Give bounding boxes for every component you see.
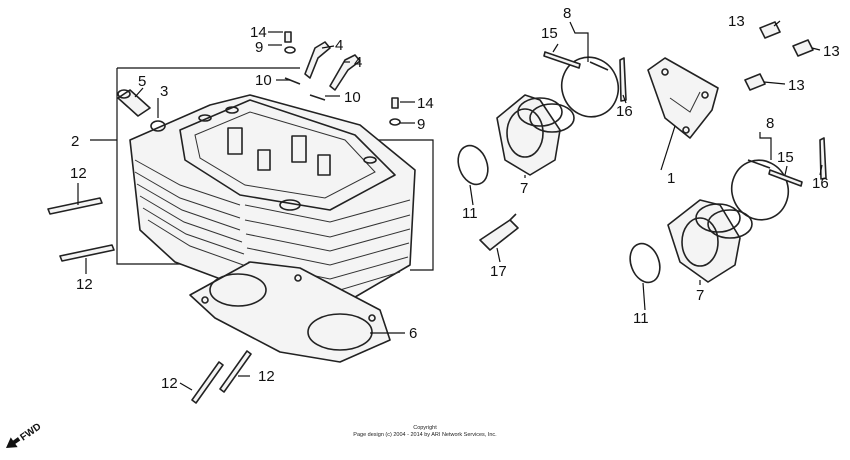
plate xyxy=(647,57,719,139)
label-13: 13 xyxy=(728,13,745,30)
label-4: 4 xyxy=(354,54,362,71)
insulator-upper xyxy=(496,94,575,176)
bolt-15-lower xyxy=(768,169,803,187)
oring-11-upper xyxy=(457,144,489,186)
spark-plug xyxy=(479,213,519,251)
bolt-13c xyxy=(744,73,766,91)
label-12: 12 xyxy=(76,276,93,293)
label-14: 14 xyxy=(417,95,434,112)
label-16: 16 xyxy=(812,175,829,192)
label-10: 10 xyxy=(344,89,361,106)
small-hardware xyxy=(284,31,401,126)
fwd-arrow: FWD xyxy=(6,421,43,448)
label-11: 11 xyxy=(462,205,478,222)
bolt-13a xyxy=(759,21,781,39)
label-17: 17 xyxy=(490,263,507,280)
label-13: 13 xyxy=(788,77,805,94)
label-15: 15 xyxy=(541,25,558,42)
label-15: 15 xyxy=(777,149,794,166)
fwd-label: FWD xyxy=(18,421,43,443)
label-10: 10 xyxy=(255,72,272,89)
bolt-15-upper xyxy=(543,51,581,69)
label-5: 5 xyxy=(138,73,146,90)
leader-lines xyxy=(77,20,823,391)
insulator-lower xyxy=(667,199,753,283)
studs xyxy=(47,197,252,404)
label-14: 14 xyxy=(250,24,267,41)
cylinder-head xyxy=(116,67,434,301)
label-9: 9 xyxy=(417,116,425,133)
label-2: 2 xyxy=(71,133,79,150)
fwd-arrow-icon xyxy=(6,437,21,448)
label-12: 12 xyxy=(161,375,178,392)
copyright-line-1: Copyright xyxy=(413,425,437,431)
label-8: 8 xyxy=(563,5,571,22)
callout-labels: 1 2 3 4 4 5 6 7 7 8 8 9 9 10 10 11 11 12… xyxy=(70,5,840,392)
bolt-13b xyxy=(792,39,814,57)
label-1: 1 xyxy=(667,170,675,187)
label-7: 7 xyxy=(696,287,704,304)
label-12: 12 xyxy=(258,368,275,385)
label-7: 7 xyxy=(520,180,528,197)
dowel-and-oring xyxy=(117,89,166,132)
copyright-line-2: Page design (c) 2004 - 2014 by ARI Netwo… xyxy=(353,432,497,438)
label-6: 6 xyxy=(409,325,417,342)
clamp-upper xyxy=(560,56,620,118)
label-12: 12 xyxy=(70,165,87,182)
label-4: 4 xyxy=(335,37,343,54)
oring-11-lower xyxy=(629,242,661,284)
label-9: 9 xyxy=(255,39,263,56)
head-gasket xyxy=(189,261,391,363)
label-13: 13 xyxy=(823,43,840,60)
bolt-16-upper xyxy=(619,57,627,102)
label-3: 3 xyxy=(160,83,168,100)
label-16: 16 xyxy=(616,103,633,120)
label-8: 8 xyxy=(766,115,774,132)
label-11: 11 xyxy=(633,310,649,327)
